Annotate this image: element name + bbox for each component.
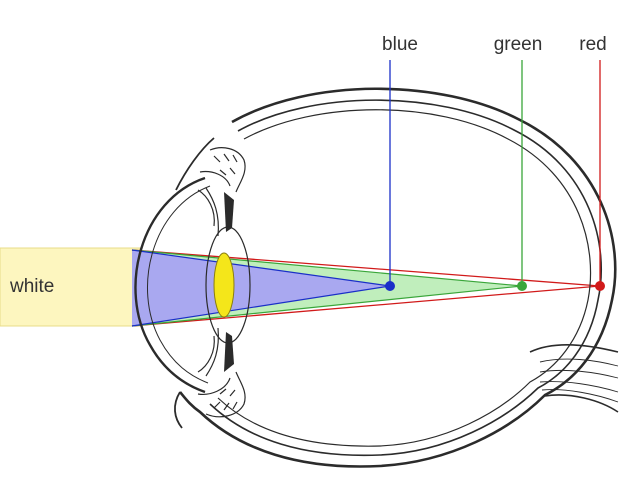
optic-nerve <box>530 345 618 412</box>
lower-eyelid <box>175 392 182 428</box>
lens <box>214 253 234 317</box>
blue-label: blue <box>382 34 418 55</box>
blue-focal-point <box>385 281 395 291</box>
iris-lower <box>224 332 234 372</box>
green-focal-point <box>517 281 527 291</box>
red-focal-point <box>595 281 605 291</box>
white-label: white <box>9 276 54 297</box>
iris-upper <box>224 192 234 232</box>
ciliary-body-upper <box>198 148 245 236</box>
green-label: green <box>494 34 543 55</box>
red-label: red <box>579 34 606 55</box>
